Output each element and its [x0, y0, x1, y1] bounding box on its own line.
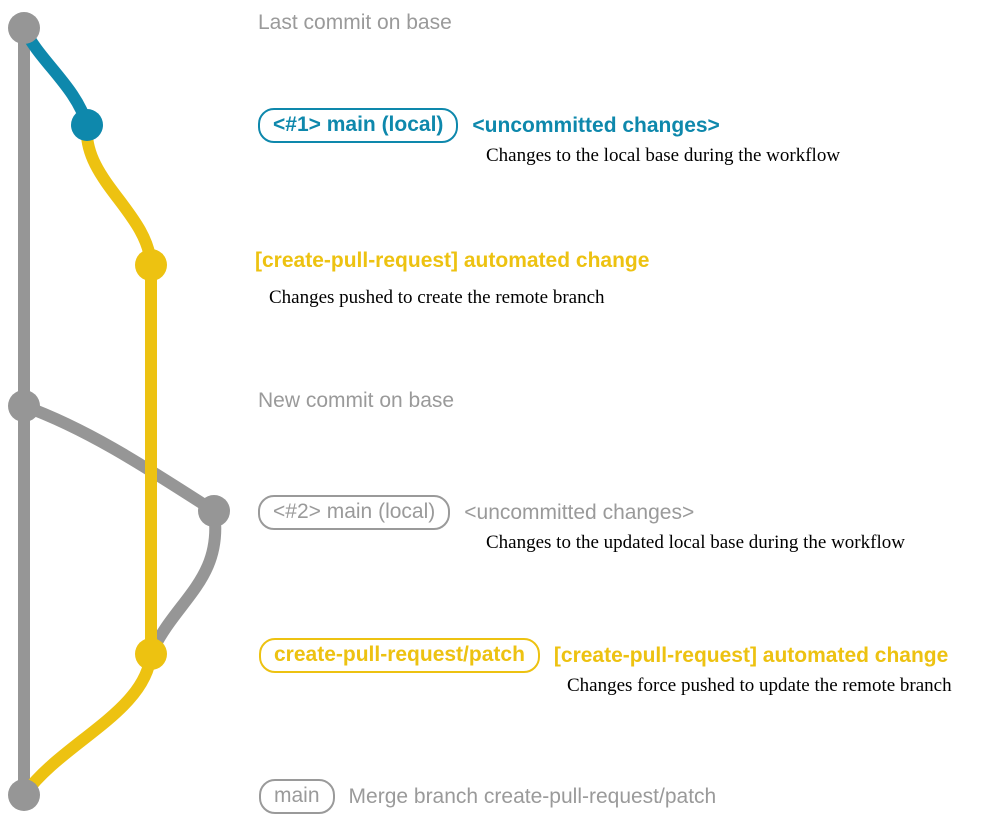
annotation-local-main-2: <#2> main (local) <uncommitted changes> — [258, 495, 695, 531]
commit-subject: Merge branch create-pull-request/patch — [348, 784, 717, 808]
commit-node-remote-1[interactable] — [135, 249, 167, 281]
branch-pill-main[interactable]: main — [259, 779, 335, 815]
commit-subject: <uncommitted changes> — [464, 500, 695, 524]
commit-node-local-2[interactable] — [198, 495, 230, 527]
commit-caption-automated-change-1: Changes pushed to create the remote bran… — [269, 287, 605, 308]
branch-pill-local-main-1[interactable]: <#1> main (local) — [258, 108, 459, 144]
commit-subject: <uncommitted changes> — [472, 113, 720, 137]
branch-pill-local-main-2[interactable]: <#2> main (local) — [258, 495, 451, 531]
commit-node-local-1[interactable] — [71, 109, 103, 141]
commit-subject: New commit on base — [258, 389, 455, 412]
commit-caption-local-main-2: Changes to the updated local base during… — [486, 532, 905, 553]
annotation-automated-change-2: create-pull-request/patch [create-pull-r… — [259, 638, 949, 674]
commit-node-base-1[interactable] — [8, 12, 40, 44]
edge-local2-to-remote2 — [145, 505, 222, 660]
commit-subject: [create-pull-request] automated change — [553, 643, 949, 667]
annotation-local-main-1: <#1> main (local) <uncommitted changes> — [258, 108, 720, 144]
edge-remote2-to-merge — [18, 648, 157, 801]
annotation-automated-change-1: [create-pull-request] automated change — [255, 249, 650, 272]
commit-caption-automated-change-2: Changes force pushed to update the remot… — [567, 675, 952, 696]
edge-base-to-local2 — [18, 400, 220, 517]
annotation-last-commit-on-base: Last commit on base — [258, 11, 452, 34]
commit-node-remote-2[interactable] — [135, 638, 167, 670]
commit-caption-local-main-1: Changes to the local base during the wor… — [486, 145, 841, 166]
annotation-new-commit-on-base: New commit on base — [258, 389, 455, 412]
commit-node-base-2[interactable] — [8, 390, 40, 422]
annotation-merge-main: main Merge branch create-pull-request/pa… — [259, 779, 717, 815]
commit-node-merge[interactable] — [8, 779, 40, 811]
commit-subject: Last commit on base — [258, 11, 452, 34]
edge-local1-to-remote1 — [80, 119, 157, 271]
branch-pill-create-pull-request-patch[interactable]: create-pull-request/patch — [259, 638, 540, 674]
commit-subject: [create-pull-request] automated change — [255, 249, 650, 272]
